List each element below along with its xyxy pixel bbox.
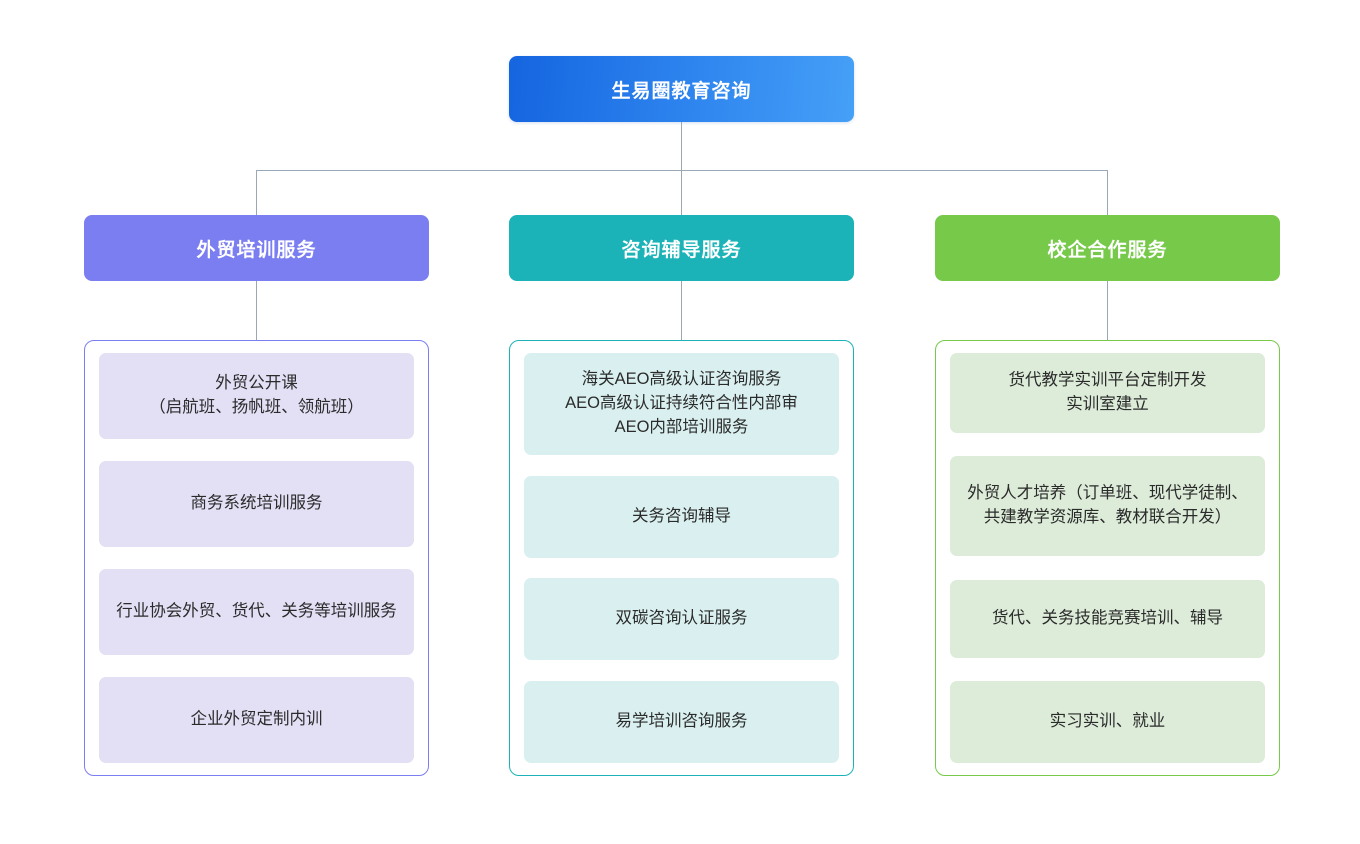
item-card[interactable]: 海关AEO高级认证咨询服务 AEO高级认证持续符合性内部审 AEO内部培训服务	[524, 353, 839, 455]
item-card[interactable]: 行业协会外贸、货代、关务等培训服务	[99, 569, 414, 655]
connector-bus-to-col-1	[681, 170, 682, 215]
connector-header-0-to-group	[256, 281, 257, 340]
root-node-label: 生易圈教育咨询	[611, 80, 752, 102]
group-box-2: 货代教学实训平台定制开发 实训室建立 外贸人才培养（订单班、现代学徒制、共建教学…	[935, 340, 1280, 776]
category-header-1[interactable]: 咨询辅导服务	[509, 215, 854, 281]
item-card[interactable]: 货代、关务技能竞赛培训、辅导	[950, 579, 1265, 658]
group-box-1: 海关AEO高级认证咨询服务 AEO高级认证持续符合性内部审 AEO内部培训服务 …	[509, 340, 854, 776]
connector-header-2-to-group	[1107, 281, 1108, 340]
item-card[interactable]: 易学培训咨询服务	[524, 680, 839, 763]
item-card[interactable]: 关务咨询辅导	[524, 475, 839, 558]
root-node[interactable]: 生易圈教育咨询	[509, 56, 854, 122]
category-header-2[interactable]: 校企合作服务	[935, 215, 1280, 281]
group-box-0: 外贸公开课 （启航班、扬帆班、领航班） 商务系统培训服务 行业协会外贸、货代、关…	[84, 340, 429, 776]
connector-bus-to-col-2	[1107, 170, 1108, 215]
item-card[interactable]: 外贸人才培养（订单班、现代学徒制、共建教学资源库、教材联合开发）	[950, 456, 1265, 557]
item-card[interactable]: 双碳咨询认证服务	[524, 578, 839, 661]
category-header-2-label: 校企合作服务	[1047, 239, 1168, 261]
connector-header-1-to-group	[681, 281, 682, 340]
connector-root-down	[681, 122, 682, 170]
category-header-0[interactable]: 外贸培训服务	[84, 215, 429, 281]
category-header-1-label: 咨询辅导服务	[621, 239, 742, 261]
item-card[interactable]: 实习实训、就业	[950, 680, 1265, 763]
item-card[interactable]: 商务系统培训服务	[99, 461, 414, 547]
item-card[interactable]: 外贸公开课 （启航班、扬帆班、领航班）	[99, 353, 414, 439]
category-header-0-label: 外贸培训服务	[196, 239, 317, 261]
item-card[interactable]: 企业外贸定制内训	[99, 677, 414, 763]
connector-bus-to-col-0	[256, 170, 257, 215]
item-card[interactable]: 货代教学实训平台定制开发 实训室建立	[950, 353, 1265, 433]
